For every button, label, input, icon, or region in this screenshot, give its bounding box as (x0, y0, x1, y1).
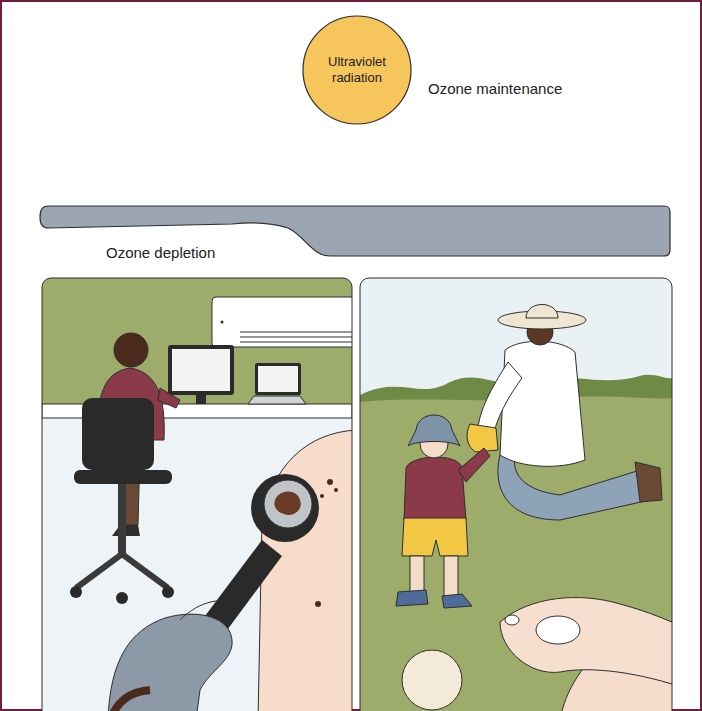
node-label: Ultraviolet radiation (316, 54, 398, 86)
chair-wheel (70, 586, 82, 598)
adult-boot (635, 462, 662, 502)
skin-mole (315, 601, 321, 607)
monitor-stand (196, 395, 206, 404)
sunscreen-cream (536, 616, 580, 644)
panel-border (42, 278, 352, 711)
fingernail (505, 615, 519, 625)
ozone-label: Ozone maintenance (428, 80, 562, 97)
chair-pole (118, 484, 126, 554)
monitor-screen (172, 349, 230, 391)
sun-hat-crown (526, 305, 558, 319)
bucket-hat (408, 415, 460, 446)
ball (402, 650, 462, 710)
panel-border (360, 278, 672, 711)
child-shoe (442, 594, 472, 608)
chair-back (82, 398, 154, 470)
person-arm (158, 388, 180, 408)
child-leg (444, 556, 458, 596)
patient-shoulder (258, 430, 352, 711)
glove-finger (180, 601, 238, 620)
adult-arm (478, 362, 522, 432)
gloved-hand (108, 614, 232, 711)
child-leg (410, 556, 424, 592)
skin-mole (327, 479, 333, 485)
dermatoscope-head (251, 474, 319, 542)
chair-wheel (162, 586, 174, 598)
ozone-label: Ozone depletion (106, 244, 215, 261)
chair-wheel (116, 592, 128, 604)
child-shorts (402, 518, 468, 556)
air-conditioner (212, 297, 352, 347)
sun-shape (303, 16, 411, 124)
child-shirt (404, 457, 466, 520)
ac-vent (240, 342, 352, 343)
adult-shirt (500, 341, 585, 466)
person-head (114, 333, 148, 367)
child-shoe (396, 590, 428, 606)
adult-glove (467, 424, 498, 452)
ac-light (221, 321, 224, 324)
chair-base (76, 554, 168, 588)
hand-applying (500, 598, 672, 690)
outdoor-scene (360, 278, 672, 711)
chair-seat (74, 470, 172, 484)
skin-mole (334, 488, 338, 492)
monitor (168, 345, 234, 395)
sun-circle: Ultraviolet radiation (302, 15, 412, 125)
child-arm (458, 448, 490, 482)
ac-vent (240, 332, 352, 333)
skin-mole (320, 494, 324, 498)
laptop (255, 363, 301, 395)
dermatoscope-lens (264, 480, 312, 528)
wrist (110, 690, 150, 711)
laptop-base (248, 396, 306, 404)
indoor-scene (42, 278, 352, 711)
skin-lesion (274, 491, 300, 515)
ac-vent (240, 337, 352, 338)
laptop-screen (258, 366, 298, 392)
